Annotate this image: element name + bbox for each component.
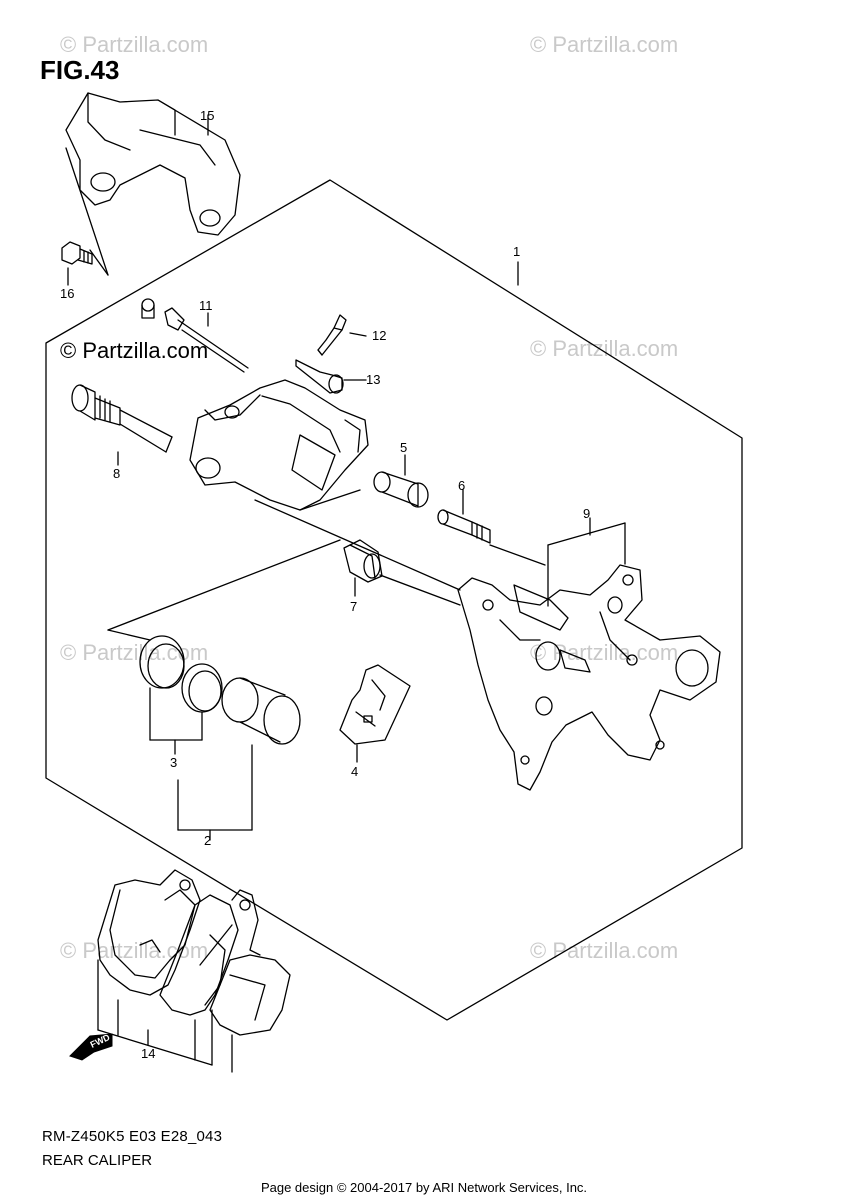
callout-8: 8 [113,466,120,481]
assembly-outline [45,179,743,1021]
watermark: © Partzilla.com [60,938,209,963]
watermark-dark: © Partzilla.com [60,338,209,363]
center-axis [379,574,461,606]
callout-5: 5 [400,440,407,455]
leader-line [97,1029,213,1066]
center-axis [254,499,461,591]
callout-2: 2 [204,833,211,848]
callout-13: 13 [366,372,380,387]
center-axis [107,539,341,631]
pin-bolt-part-6 [437,509,491,544]
watermark: © Partzilla.com [530,336,679,361]
cap-part-13 [295,359,344,394]
brake-pads-part-14 [97,869,291,1036]
callout-9: 9 [583,506,590,521]
forward-arrow-icon: FWD [69,1032,113,1061]
model-code: RM-Z450K5 E03 E28_043 [42,1128,223,1145]
piston-part-2 [221,677,301,745]
bracket-part-15 [65,92,241,236]
callout-1: 1 [513,244,520,259]
callout-12: 12 [372,328,386,343]
bolt-part-16 [61,241,93,265]
leader-line [349,332,367,337]
sleeve-part-5 [373,471,429,508]
pin-part-8 [71,384,173,453]
bleeder-valve-part-12 [317,314,347,356]
callout-4: 4 [351,764,358,779]
seal-part-3 [139,635,223,713]
leader-line [547,522,626,546]
diagram-name: REAR CALIPER [42,1152,153,1169]
pad-spring-part-4 [339,664,411,745]
caliper-bracket [457,564,721,791]
boot-part-7 [343,539,383,583]
figure-title: FIG.43 [40,55,120,85]
watermark: © Partzilla.com [530,32,679,57]
page-credit: Page design © 2004-2017 by ARI Network S… [260,1180,588,1195]
center-axis [489,544,546,566]
caliper-body [189,379,369,511]
callout-16: 16 [60,286,74,301]
center-axis [107,629,151,641]
watermark: © Partzilla.com [530,938,679,963]
callout-3: 3 [170,755,177,770]
callout-11: 11 [199,298,213,313]
callout-14: 14 [141,1046,155,1061]
bleeder-part-11 [141,298,249,373]
leader-line [89,249,109,276]
callout-15: 15 [200,108,214,123]
watermark: © Partzilla.com [60,32,209,57]
callout-6: 6 [458,478,465,493]
callout-7: 7 [350,599,357,614]
leader-line [65,147,109,276]
center-axis [299,489,361,511]
